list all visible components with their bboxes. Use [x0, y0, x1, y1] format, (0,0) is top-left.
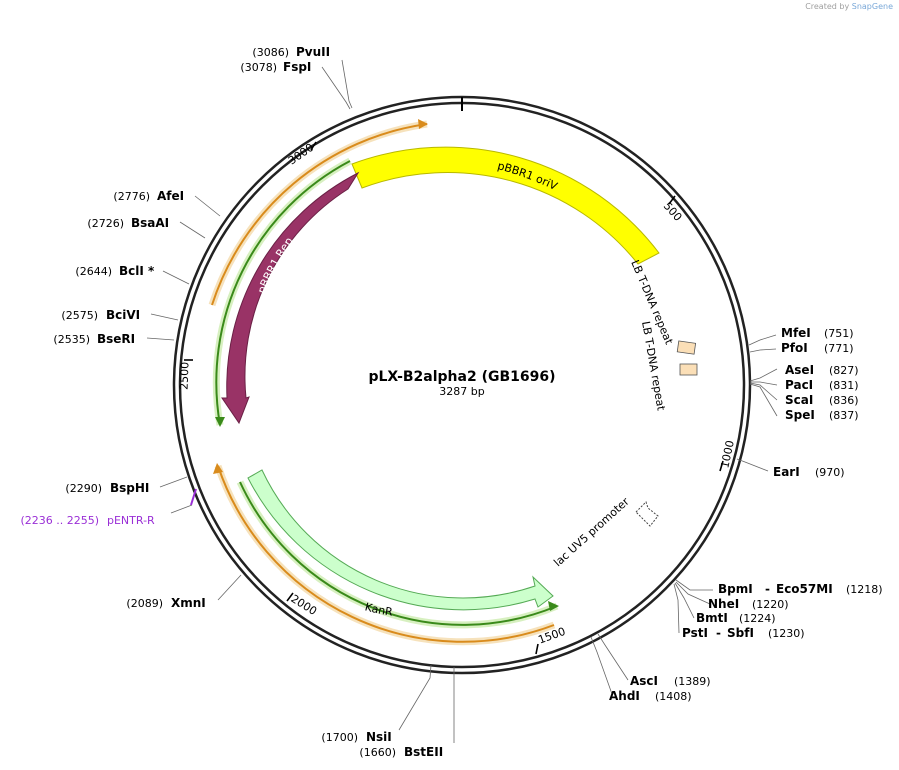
green-track-top — [215, 160, 351, 426]
feature-lb-repeat-1[interactable] — [676, 340, 697, 355]
site-pos-psti: (1230) — [768, 627, 805, 640]
site-pos-bsaai: (2726) — [87, 217, 124, 230]
site-name-bcivi[interactable]: BciVI — [106, 308, 140, 322]
site-pos-bcli: (2644) — [75, 265, 112, 278]
snapgene-logo: SnapGene — [851, 2, 893, 11]
site-pos-asei: (827) — [829, 364, 859, 377]
feature-kanr[interactable] — [247, 469, 554, 611]
plasmid-name: pLX-B2alpha2 (GB1696) — [368, 369, 555, 385]
feature-label-kanr: KanR — [364, 600, 394, 618]
site-dash-bpmi: - — [765, 582, 770, 596]
tick-label-500: 500 — [661, 200, 685, 224]
green-track-bottom-arrow — [548, 601, 559, 611]
tick-mark-3000 — [310, 141, 317, 151]
site-name-eco57mi[interactable]: Eco57MI — [776, 582, 833, 596]
site-pos-bpmi: (1218) — [846, 583, 883, 596]
site-pos-mfei: (751) — [824, 327, 854, 340]
site-pos-pvuii: (3086) — [252, 46, 289, 59]
green-track-bottom — [239, 481, 558, 626]
tick-mark-1000 — [719, 460, 724, 472]
site-name-xmni[interactable]: XmnI — [171, 596, 206, 610]
site-pos-pfoi: (771) — [824, 342, 854, 355]
site-name-bmti[interactable]: BmtI — [696, 611, 728, 625]
site-pos-asci: (1389) — [674, 675, 711, 688]
site-pos-nsii: (1700) — [321, 731, 358, 744]
site-name-bsaai[interactable]: BsaAI — [131, 216, 169, 230]
site-pos-afei: (2776) — [113, 190, 150, 203]
feature-lb-repeat-2[interactable] — [679, 363, 698, 376]
site-name-bpmi[interactable]: BpmI — [718, 582, 753, 596]
site-name-spei[interactable]: SpeI — [785, 408, 815, 422]
site-pos-bcivi: (2575) — [61, 309, 98, 322]
primer-mark — [190, 488, 197, 506]
primer-name[interactable]: pENTR-R — [107, 514, 155, 527]
site-pos-bsteii: (1660) — [359, 746, 396, 759]
site-name-psti[interactable]: PstI — [682, 626, 708, 640]
tick-mark-2000 — [286, 592, 294, 602]
site-name-fspi[interactable]: FspI — [283, 60, 311, 74]
site-pos-fspi: (3078) — [240, 61, 277, 74]
site-name-bsteii[interactable]: BstEII — [404, 745, 443, 759]
site-name-nsii[interactable]: NsiI — [366, 730, 392, 744]
site-name-pfoi[interactable]: PfoI — [781, 341, 808, 355]
site-name-bcli[interactable]: BclI * — [119, 264, 155, 278]
site-pos-bmti: (1224) — [739, 612, 776, 625]
site-name-pvuii[interactable]: PvuII — [296, 45, 330, 59]
feature-pbbr1-oriv[interactable] — [351, 146, 660, 265]
site-name-eari[interactable]: EarI — [773, 465, 800, 479]
site-name-ahdi[interactable]: AhdI — [609, 689, 640, 703]
site-name-paci[interactable]: PacI — [785, 378, 813, 392]
site-pos-spei: (837) — [829, 409, 859, 422]
primer-range: (2236 .. 2255) — [20, 514, 99, 527]
site-name-nhei[interactable]: NheI — [708, 597, 739, 611]
created-by-credit: Created by SnapGene — [805, 2, 893, 11]
orange-track-top-glow — [208, 120, 428, 307]
site-pos-bsphi: (2290) — [65, 482, 102, 495]
site-pos-ahdi: (1408) — [655, 690, 692, 703]
site-pos-scai: (836) — [829, 394, 859, 407]
site-name-asei[interactable]: AseI — [785, 363, 814, 377]
leader-lines — [146, 59, 778, 743]
feature-label-lac: lac UV5 promoter — [551, 495, 632, 570]
site-pos-eari: (970) — [815, 466, 845, 479]
orange-track-top-arrow — [418, 119, 428, 129]
orange-track-bottom — [217, 465, 555, 643]
site-name-bsphi[interactable]: BspHI — [110, 481, 149, 495]
site-dash-psti: - — [716, 626, 721, 640]
site-name-scai[interactable]: ScaI — [785, 393, 813, 407]
site-pos-paci: (831) — [829, 379, 859, 392]
tick-label-2500: 2500 — [178, 362, 192, 390]
plasmid-length: 3287 bp — [439, 385, 484, 398]
site-name-bseri[interactable]: BseRI — [97, 332, 135, 346]
site-name-asci[interactable]: AscI — [630, 674, 658, 688]
tick-mark-1500 — [535, 643, 539, 655]
site-pos-nhei: (1220) — [752, 598, 789, 611]
site-pos-xmni: (2089) — [126, 597, 163, 610]
site-name-afei[interactable]: AfeI — [157, 189, 184, 203]
site-name-mfei[interactable]: MfeI — [781, 326, 811, 340]
orange-track-top — [211, 123, 428, 306]
feature-pbbr1-rep[interactable] — [221, 171, 360, 425]
green-track-top-arrow — [215, 417, 225, 427]
promoter-arrow-icon[interactable] — [635, 501, 659, 527]
site-name-sbfi[interactable]: SbfI — [727, 626, 754, 640]
site-pos-bseri: (2535) — [53, 333, 90, 346]
tick-label-1000: 1000 — [718, 439, 737, 469]
orange-track-bottom-arrow — [213, 463, 223, 474]
tick-mark-500 — [668, 195, 676, 205]
